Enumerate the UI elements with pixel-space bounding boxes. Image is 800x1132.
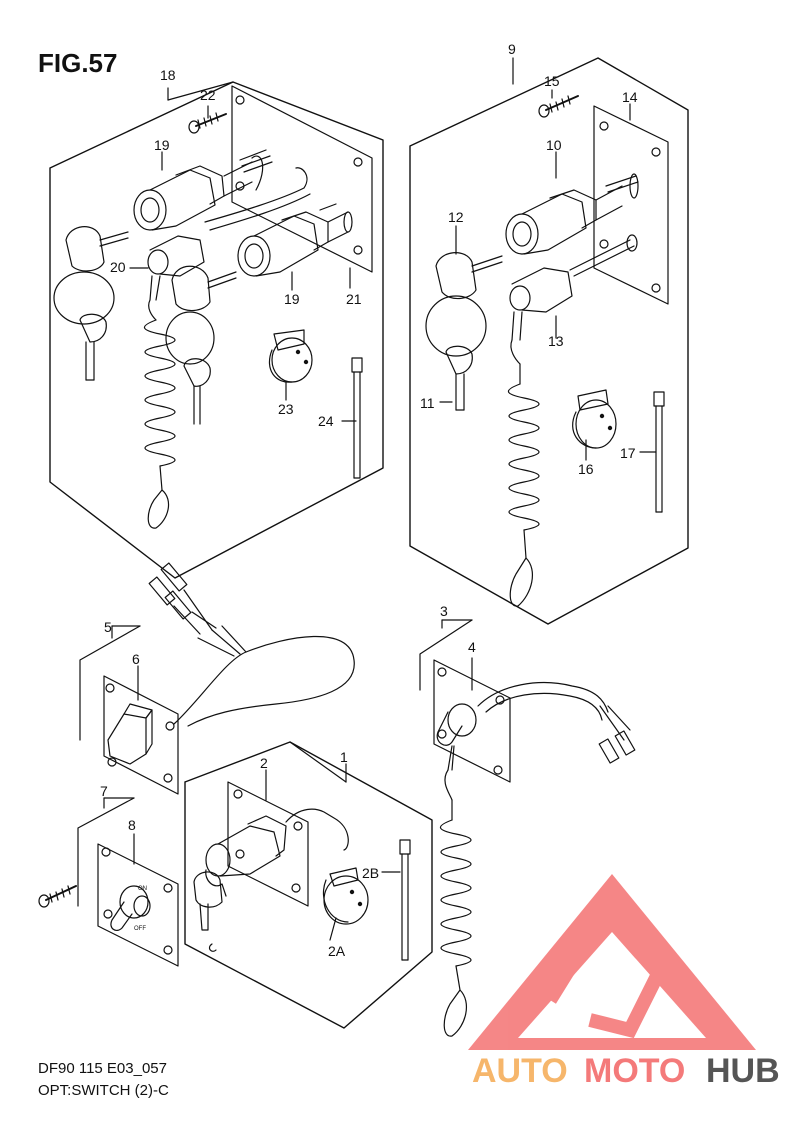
watermark-wordmark: AUTO MOTO HUB bbox=[472, 1052, 780, 1090]
ignition-switch-19-lower bbox=[237, 203, 353, 277]
emergency-stop-switch-20 bbox=[143, 235, 205, 529]
part-label-12: 12 bbox=[448, 209, 464, 225]
part-label-14: 14 bbox=[622, 89, 638, 105]
mounting-panel-14 bbox=[593, 105, 669, 305]
push-switch-assy-5 bbox=[79, 562, 355, 795]
connector-plugs-5 bbox=[148, 562, 217, 635]
part-label-20: 20 bbox=[110, 259, 126, 275]
part-label-6: 6 bbox=[132, 651, 140, 667]
part-label-8: 8 bbox=[128, 817, 136, 833]
diagram-subtitle: OPT:SWITCH (2)-C bbox=[38, 1082, 169, 1099]
part-number-labels: 18 22 19 20 19 21 23 24 9 15 14 10 12 13… bbox=[100, 41, 638, 959]
emergency-stop-switch-13 bbox=[507, 267, 573, 607]
ignition-switch-19-upper bbox=[133, 149, 273, 231]
screw-15 bbox=[538, 95, 579, 118]
kit-box-9 bbox=[409, 57, 689, 625]
key-set-lower-left bbox=[165, 265, 237, 425]
switch-cap-16 bbox=[572, 389, 617, 449]
wire-harness-right bbox=[569, 239, 631, 271]
screw-7-8 bbox=[38, 885, 77, 908]
watermark-text-hub: HUB bbox=[706, 1052, 780, 1090]
part-label-9: 9 bbox=[508, 41, 516, 57]
part-label-18: 18 bbox=[160, 67, 176, 83]
part-label-19-lower: 19 bbox=[284, 291, 300, 307]
part-label-11: 11 bbox=[420, 395, 435, 411]
part-label-23: 23 bbox=[278, 401, 294, 417]
kit-box-18 bbox=[49, 81, 384, 579]
cable-tie-17 bbox=[653, 391, 665, 513]
part-label-24: 24 bbox=[318, 413, 334, 429]
figure-title: FIG.57 bbox=[38, 48, 118, 78]
part-label-22: 22 bbox=[200, 87, 216, 103]
part-label-2: 2 bbox=[260, 755, 268, 771]
part-label-19-upper: 19 bbox=[154, 137, 170, 153]
part-label-15: 15 bbox=[544, 73, 560, 89]
part-label-5: 5 bbox=[104, 619, 112, 635]
ignition-switch-10 bbox=[505, 173, 639, 255]
watermark-text-moto: MOTO bbox=[584, 1052, 685, 1090]
part-label-17: 17 bbox=[620, 445, 636, 461]
key-set-upper-left bbox=[53, 226, 129, 381]
part-label-21: 21 bbox=[346, 291, 362, 307]
key-set-right bbox=[425, 252, 503, 411]
switch-cap-23 bbox=[268, 329, 313, 383]
part-label-2b: 2B bbox=[362, 865, 379, 881]
part-label-13: 13 bbox=[548, 333, 564, 349]
part-label-4: 4 bbox=[468, 639, 476, 655]
part-label-2a: 2A bbox=[328, 943, 346, 959]
part-label-1: 1 bbox=[340, 749, 348, 765]
watermark-text-auto: AUTO bbox=[472, 1052, 568, 1090]
switch-off-marking: OFF bbox=[134, 926, 146, 932]
cable-tie-24 bbox=[351, 357, 363, 479]
watermark-logo bbox=[468, 874, 756, 1050]
key-switch-kit-box-1 bbox=[184, 741, 433, 1029]
toggle-switch-assy-7 bbox=[38, 797, 179, 967]
wire-harness-upper bbox=[204, 167, 308, 223]
part-label-16: 16 bbox=[578, 461, 594, 477]
switch-on-marking: ON bbox=[138, 886, 147, 892]
screw-22 bbox=[188, 112, 227, 134]
part-label-3: 3 bbox=[440, 603, 448, 619]
mounting-panel-21 bbox=[231, 85, 373, 273]
part-label-7: 7 bbox=[100, 783, 108, 799]
stop-switch-assy-3 bbox=[419, 619, 636, 1037]
model-code: DF90 115 E03_057 bbox=[38, 1060, 167, 1077]
part-label-10: 10 bbox=[546, 137, 562, 153]
